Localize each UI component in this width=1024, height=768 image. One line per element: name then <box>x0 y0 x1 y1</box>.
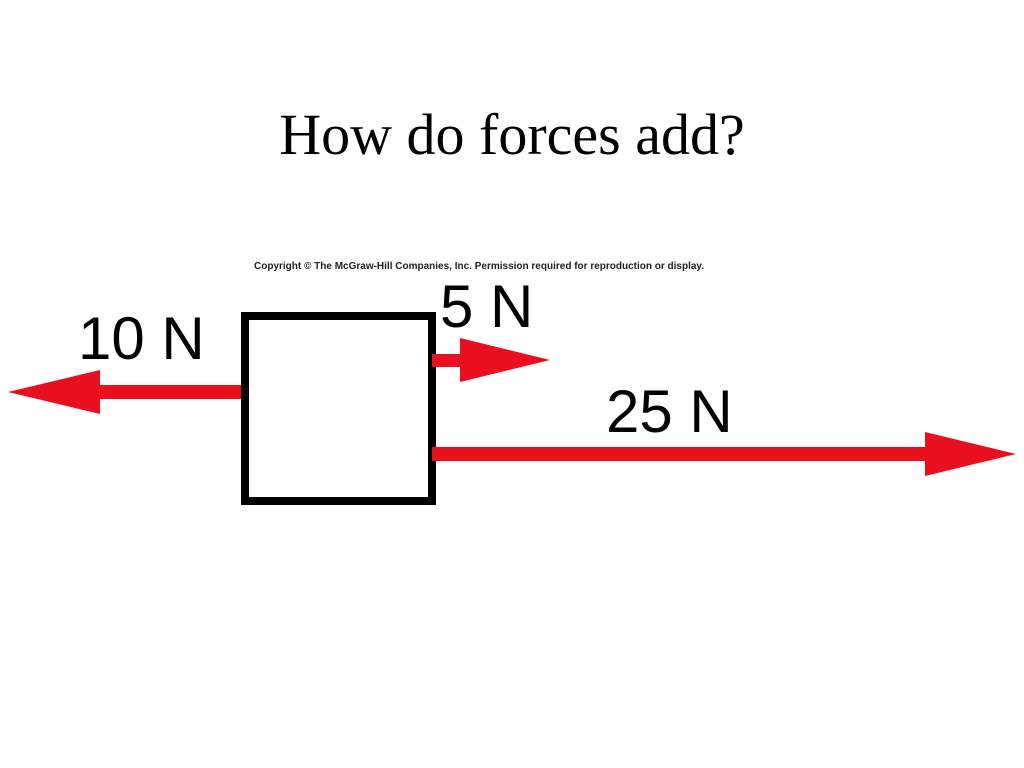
force-arrow-10n-head <box>8 370 100 414</box>
copyright-notice: Copyright © The McGraw-Hill Companies, I… <box>254 261 705 272</box>
force-arrow-5n <box>432 338 550 382</box>
object-box <box>241 312 436 505</box>
force-label-25n: 25 N <box>606 378 733 445</box>
force-arrow-25n <box>432 432 1016 476</box>
force-arrow-25n-shaft <box>432 447 932 461</box>
force-arrow-25n-head <box>925 432 1016 476</box>
force-arrow-10n-shaft <box>95 385 241 399</box>
force-label-5n: 5 N <box>440 273 533 340</box>
force-label-10n: 10 N <box>78 305 205 372</box>
force-arrow-10n <box>8 370 241 414</box>
slide-title: How do forces add? <box>279 102 745 167</box>
force-arrow-5n-head <box>460 338 550 382</box>
